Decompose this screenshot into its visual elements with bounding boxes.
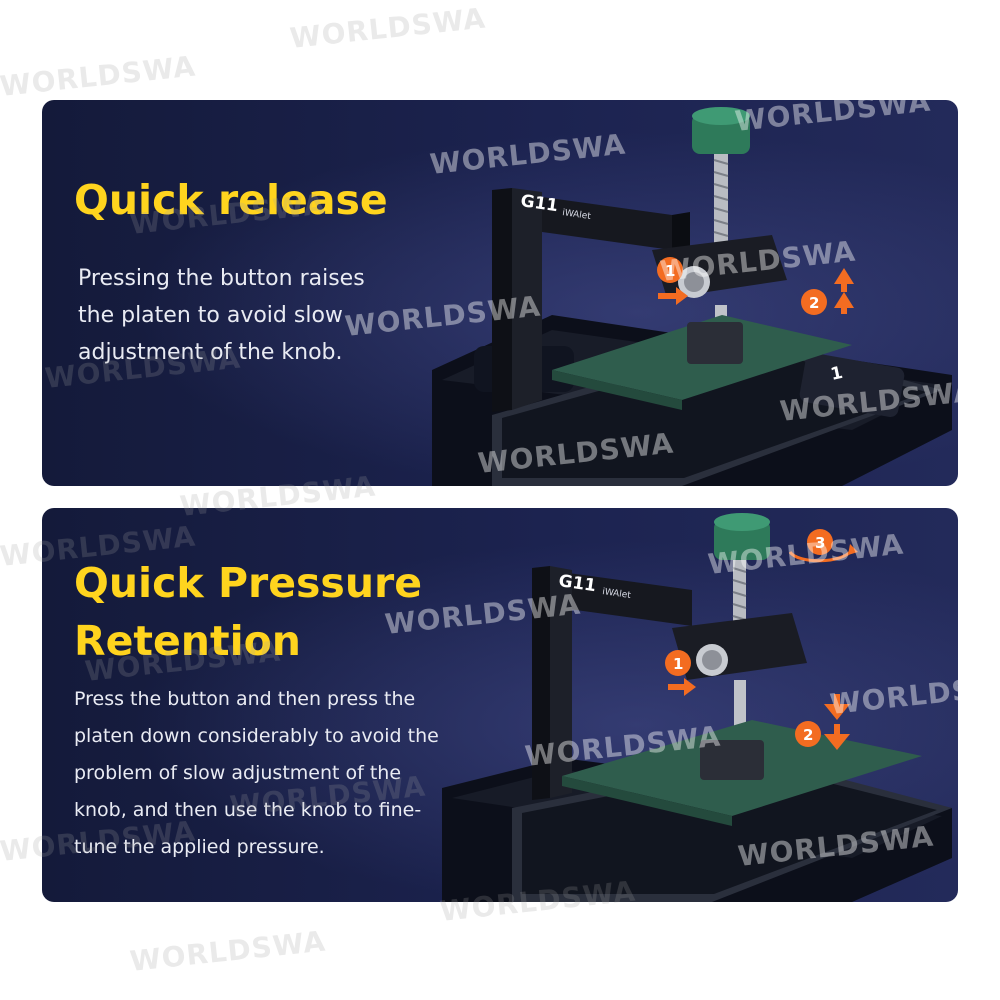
phone-body: 1 [492, 340, 942, 486]
release-button-housing [672, 613, 807, 750]
watermark-text: WORLDSWA [0, 49, 198, 103]
arrow-down-icon [824, 724, 850, 750]
svg-text:1: 1 [673, 655, 683, 673]
arrow-up-icon [834, 292, 854, 314]
svg-text:2: 2 [809, 294, 819, 312]
clamp-frame: G11 iWAlet [532, 566, 692, 800]
svg-text:2: 2 [803, 726, 813, 744]
section-title: Quick Pressure Retention [74, 559, 423, 665]
arrow-right-icon [658, 287, 688, 305]
green-platen [562, 720, 922, 826]
svg-text:iWAlet: iWAlet [602, 587, 632, 601]
callout-2: 2 [795, 694, 850, 750]
callout-3: 3 [788, 529, 858, 563]
quick-release-panel: Quick release Pressing the button raises… [42, 100, 958, 486]
svg-text:1: 1 [829, 363, 845, 385]
callout-1: 1 [665, 650, 696, 696]
quick-pressure-retention-panel: Quick Pressure Retention Press the butto… [42, 508, 958, 902]
clamp-frame: G11 iWAlet [492, 188, 690, 412]
section-title: Quick release [74, 176, 388, 224]
clamp-device-image: G11 iWAlet 1 [442, 513, 952, 902]
arrow-right-icon [668, 678, 696, 696]
callout-1: 1 [657, 257, 688, 305]
callout-2: 2 [801, 268, 854, 315]
arrow-down-icon [824, 694, 850, 720]
clamp-device-image: 1 G11 iWAlet [432, 107, 952, 486]
watermark-text: WORLDSWA [288, 1, 488, 55]
pressure-knob [692, 107, 750, 260]
arrow-up-icon [834, 268, 854, 292]
green-platen [552, 315, 852, 410]
rotate-arrow-icon [788, 548, 854, 563]
svg-text:iWAlet: iWAlet [562, 208, 592, 222]
pressure-knob [714, 513, 770, 628]
section-description: Press the button and then press the plat… [74, 688, 439, 858]
watermark-text: WORLDSWA [128, 924, 328, 978]
svg-text:3: 3 [815, 534, 825, 552]
section-description: Pressing the button raises the platen to… [78, 266, 365, 365]
svg-text:1: 1 [665, 262, 675, 280]
